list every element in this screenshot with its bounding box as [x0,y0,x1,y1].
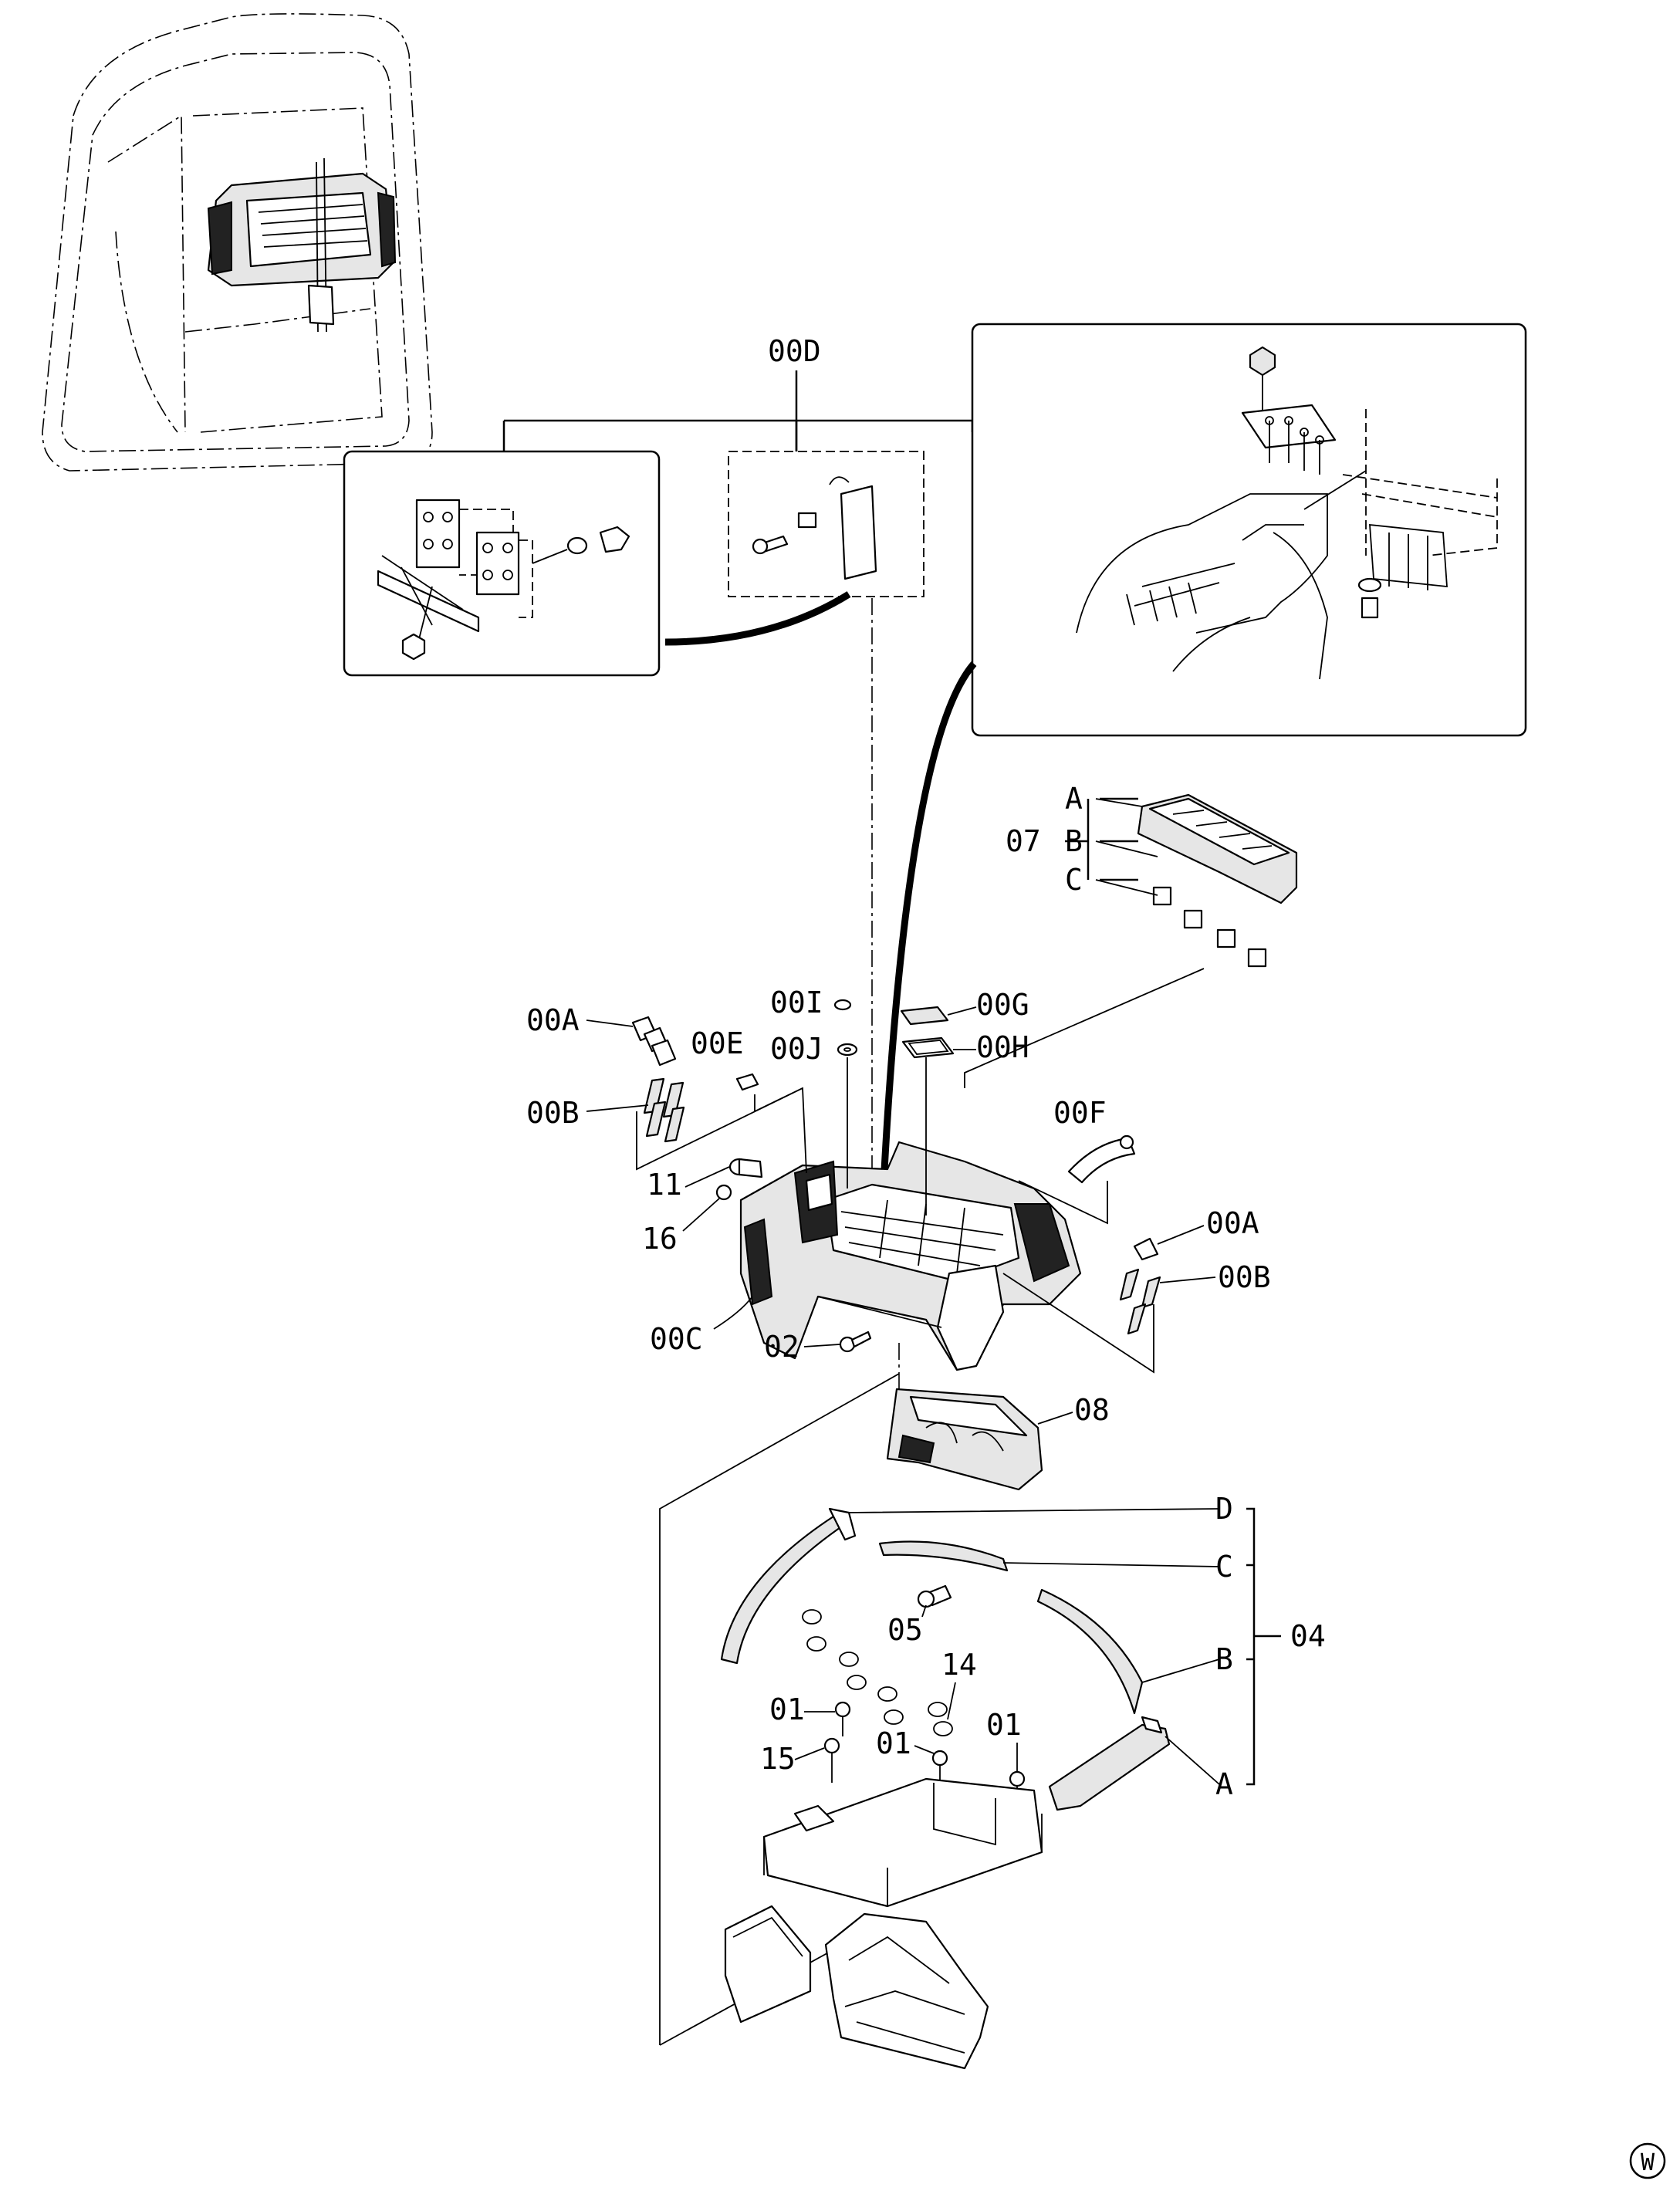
detail-box-00D: 00D [728,334,925,597]
part-00E: 00E [691,1026,807,1174]
part-04-trim-group: 04 D C B A [720,1492,1326,1811]
callout-04-C: C [1215,1550,1233,1584]
corner-mark: W [1629,2142,1666,2179]
corner-mark-letter: W [1641,2149,1655,2176]
clips [802,1609,948,1725]
part-01-bolt-b: 01 [876,1726,948,1790]
callout-00I: 00I [770,986,823,1019]
callout-00A-left: 00A [526,1003,580,1037]
detail-box-right [971,323,1527,737]
callout-00G: 00G [976,988,1029,1022]
callout-00B-right: 00B [1218,1260,1271,1294]
callout-04-D: D [1215,1492,1233,1526]
callout-07-A: A [1065,782,1083,816]
part-00A-right: 00A [1133,1206,1259,1261]
callout-04: 04 [1290,1619,1326,1653]
part-01-bolt-c: 01 [986,1708,1026,1806]
callout-14: 14 [941,1648,977,1682]
callout-00H: 00H [976,1030,1029,1064]
callout-04-A: A [1215,1767,1233,1801]
callout-00B-left: 00B [526,1096,580,1130]
callout-08: 08 [1074,1393,1110,1427]
part-00I: 00I [770,986,852,1019]
part-00G: 00G [900,988,1029,1026]
callout-15: 15 [760,1742,796,1776]
part-00F: 00F [1018,1096,1136,1225]
floor-frame-illustration [724,1777,1043,2070]
callout-07-C: C [1065,863,1083,897]
callout-02: 02 [764,1330,799,1364]
callout-01-b: 01 [876,1726,911,1760]
callout-16: 16 [642,1222,678,1256]
callout-00F: 00F [1053,1096,1107,1130]
callout-01-a: 01 [769,1692,805,1726]
leader-line [502,419,974,451]
part-00B-right: 00B [1002,1260,1271,1374]
part-00B-left: 00B [526,1077,803,1171]
callout-01-c: 01 [986,1708,1022,1742]
callout-00J: 00J [770,1032,823,1066]
callout-00C: 00C [650,1322,703,1356]
part-02: 02 [764,1330,872,1364]
callout-07-B: B [1065,824,1083,858]
part-15: 15 [760,1737,840,1783]
part-00H: 00H [901,1030,1029,1216]
callout-00E: 00E [691,1026,744,1060]
callout-04-B: B [1215,1642,1233,1676]
callout-05: 05 [887,1613,923,1647]
part-01-bolt-a: 01 [769,1692,851,1736]
part-00C: 00C [650,1296,753,1356]
callout-07: 07 [1006,824,1041,858]
callout-00A-right: 00A [1206,1206,1259,1240]
detail-box-left [343,450,661,677]
thick-leader-right [880,661,977,1185]
part-16: 16 [642,1184,732,1256]
callout-11: 11 [647,1168,682,1202]
callout-00D: 00D [768,334,821,368]
part-07-switch-panel: 07 A B C [1006,782,1298,968]
part-08-duct: 08 [886,1388,1110,1491]
part-11: 11 [647,1158,763,1202]
thick-leader-left [664,591,851,646]
part-00J: 00J [770,1032,858,1188]
leader-line [964,968,1205,1088]
main-console-illustration [739,1141,1082,1371]
part-00A-left: 00A [526,1003,677,1067]
part-14: 14 [933,1648,977,1736]
part-05: 05 [887,1584,952,1647]
cab-overview-illustration [42,13,433,472]
